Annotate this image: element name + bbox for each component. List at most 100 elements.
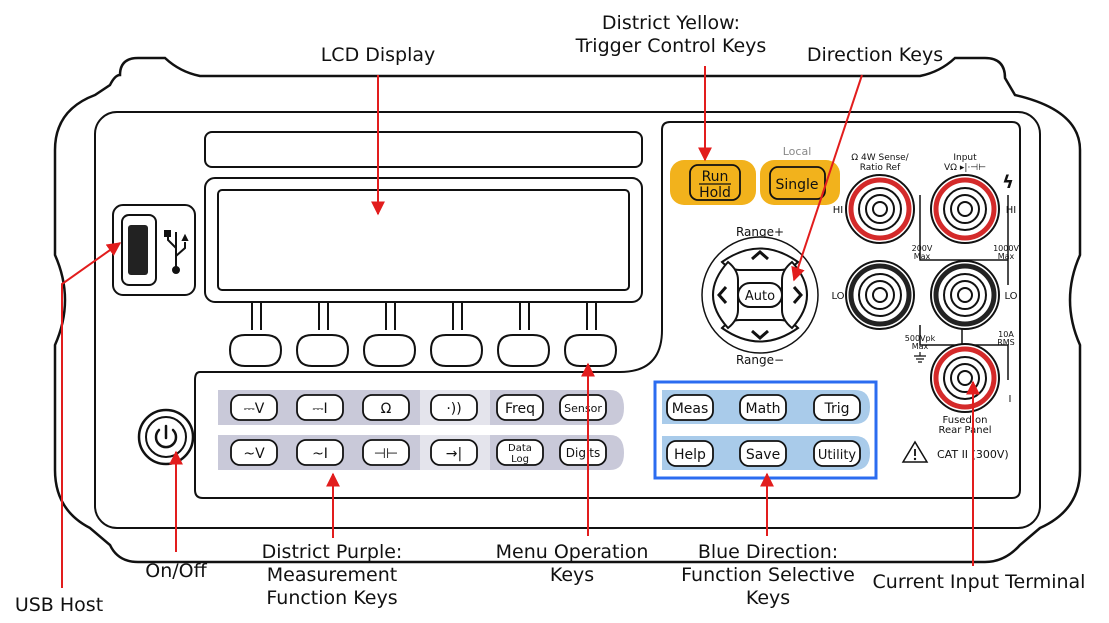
menu-key-2[interactable] (295, 302, 350, 367)
lo-right-label: LO (1004, 291, 1017, 302)
range-minus-label: Range− (736, 353, 784, 367)
log-key-label: Log (511, 454, 529, 465)
dci-key-label: ⎓I (312, 401, 327, 417)
onoff-callout-line: On/Off (145, 560, 207, 582)
callout-arrows (61, 66, 980, 588)
yellow-callout-line-1: District Yellow: (601, 12, 741, 34)
menu-key-4[interactable] (429, 302, 484, 367)
single-key[interactable] (769, 166, 826, 200)
current-input-terminal[interactable] (930, 343, 1000, 413)
diode-key[interactable] (430, 439, 478, 466)
acv-key[interactable] (230, 439, 278, 466)
single-key-label: Single (775, 177, 818, 193)
auto-key[interactable] (737, 282, 783, 308)
data-key-label: Data (508, 443, 532, 454)
help-key[interactable] (666, 440, 714, 467)
trigger-keys-callout: District Yellow: Trigger Control Keys (556, 12, 786, 58)
digits-key-label: Digits (566, 446, 600, 460)
function-selective-keys (666, 394, 861, 467)
meas-key-label: Meas (672, 401, 709, 417)
purple-callout-line-1: District Purple: (261, 541, 403, 563)
chevron-right-icon (792, 286, 803, 304)
diode-key-label: →| (446, 446, 462, 462)
ground-icon (914, 352, 926, 363)
math-key[interactable] (739, 394, 787, 421)
lcd-display-callout: LCD Display (300, 44, 456, 67)
usb-callout-line: USB Host (14, 594, 104, 616)
purple-callout-line-3: Function Keys (266, 587, 398, 609)
sense-label-1: Ω 4W Sense/ (851, 153, 909, 163)
aci-key[interactable] (296, 439, 344, 466)
sense-hi-terminal[interactable] (845, 174, 915, 244)
a10-label-1: 10A (998, 330, 1014, 339)
hi-right-label: HI (1006, 205, 1016, 216)
sense-lo-terminal[interactable] (845, 260, 915, 330)
input-label-2: VΩ ▸|·⊣⊢ (944, 163, 986, 173)
warning-icon (901, 440, 929, 463)
input-label-1: Input (953, 153, 977, 163)
measurement-keys-callout: District Purple: Measurement Function Ke… (232, 541, 432, 610)
direction-keys-callout: Direction Keys (790, 44, 960, 67)
digits-key[interactable] (559, 439, 607, 466)
continuity-key-label: ·)) (446, 401, 461, 417)
menu-callout-line-2: Keys (549, 564, 595, 586)
usb-icon (164, 230, 189, 274)
meas-key[interactable] (666, 394, 714, 421)
acv-key-label: ~V (243, 446, 265, 462)
chevron-up-icon (751, 250, 769, 261)
trig-key[interactable] (813, 394, 861, 421)
blue-callout-line-3: Keys (745, 587, 791, 609)
freq-key[interactable] (496, 394, 544, 421)
capacitance-key-label: ⊣⊢ (374, 446, 398, 462)
dci-key[interactable] (296, 394, 344, 421)
aci-key-label: ~I (312, 446, 328, 462)
arrow-usb (61, 242, 122, 588)
lcd-top-strip (204, 131, 643, 168)
ohm-key-label: Ω (381, 401, 392, 417)
utility-key[interactable] (813, 440, 861, 467)
continuity-key[interactable] (430, 394, 478, 421)
local-label: Local (783, 145, 812, 158)
help-key-label: Help (674, 447, 706, 463)
menu-callout-line-1: Menu Operation (495, 541, 649, 563)
vpk-label-1: 500Vpk (905, 334, 936, 343)
v200-label-1: 200V (912, 244, 933, 253)
range-plus-label: Range+ (736, 225, 784, 239)
menu-key-1[interactable] (228, 302, 283, 367)
dcv-key[interactable] (230, 394, 278, 421)
chevron-left-icon (717, 286, 728, 304)
on-off-callout: On/Off (126, 560, 226, 583)
v1000-label-1: 1000V (993, 244, 1019, 253)
measurement-function-keys (230, 394, 607, 466)
menu-key-5[interactable] (496, 302, 551, 367)
yellow-callout-line-2: Trigger Control Keys (575, 35, 767, 57)
usb-port-inner (128, 225, 148, 275)
capacitance-key[interactable] (362, 439, 410, 466)
menu-key-6[interactable] (563, 302, 618, 367)
ohm-key[interactable] (362, 394, 410, 421)
blue-callout-line-1: Blue Direction: (697, 541, 839, 563)
menu-key-3[interactable] (362, 302, 417, 367)
blue-callout-line-2: Function Selective (681, 564, 855, 586)
auto-key-label: Auto (745, 289, 775, 304)
input-lo-terminal[interactable] (930, 260, 1000, 330)
direction-callout-line: Direction Keys (806, 44, 944, 66)
save-key[interactable] (739, 440, 787, 467)
run-key-label: Run (702, 169, 729, 185)
freq-key-label: Freq (505, 401, 535, 417)
sensor-key[interactable] (559, 394, 607, 421)
arrow-direction (791, 74, 863, 282)
menu-keys-callout: Menu Operation Keys (482, 541, 662, 587)
input-hi-terminal[interactable] (930, 174, 1000, 244)
hi-left-label: HI (833, 205, 843, 216)
lcd-screen (217, 189, 630, 291)
data-log-key[interactable] (496, 439, 544, 466)
left-key[interactable] (712, 260, 739, 330)
trig-key-label: Trig (823, 401, 849, 417)
run-hold-key[interactable] (689, 164, 741, 201)
utility-key-label: Utility (818, 448, 857, 463)
v200-label-2: Max (914, 252, 931, 261)
lcd-callout-line: LCD Display (320, 44, 436, 66)
fused-label-2: Rear Panel (938, 425, 991, 436)
